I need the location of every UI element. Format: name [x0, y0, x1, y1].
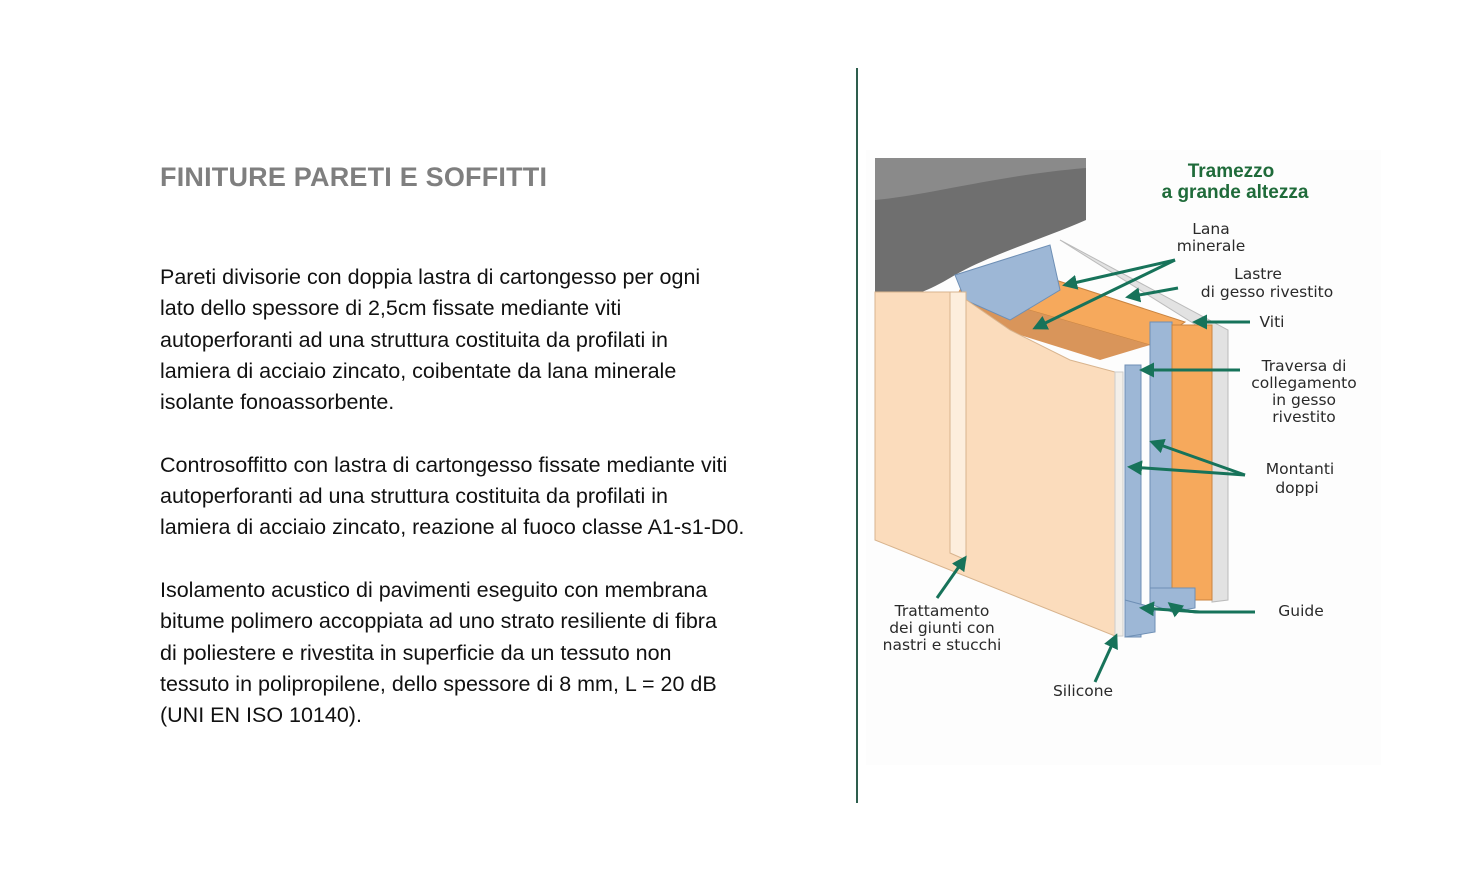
text-line: lamiera di acciaio zincato, coibentate d… — [160, 358, 677, 383]
text-line: (UNI EN ISO 10140). — [160, 703, 362, 728]
label-trattamento: dei giunti con — [889, 619, 995, 637]
stud-front — [1124, 364, 1142, 638]
text-line: lato dello spessore di 2,5cm fissate med… — [160, 296, 622, 321]
label-lana-minerale: minerale — [1177, 237, 1245, 255]
label-trattamento: nastri e stucchi — [883, 636, 1002, 654]
paragraph-floor-insulation: Isolamento acustico di pavimenti eseguit… — [160, 575, 840, 731]
paragraph-ceiling: Controsoffitto con lastra di cartongesso… — [160, 450, 840, 544]
paragraph-partitions: Pareti divisorie con doppia lastra di ca… — [160, 262, 840, 418]
label-lastre: di gesso rivestito — [1201, 283, 1333, 301]
text-line: tessuto in polipropilene, dello spessore… — [160, 671, 717, 696]
label-silicone: Silicone — [1053, 682, 1113, 700]
text-line: Controsoffitto con lastra di cartongesso… — [160, 452, 728, 477]
slide-body-text: Pareti divisorie con doppia lastra di ca… — [160, 262, 840, 731]
text-line: Isolamento acustico di pavimenti eseguit… — [160, 577, 708, 602]
callout-arrows — [935, 258, 1255, 683]
label-guide: Guide — [1278, 602, 1324, 620]
label-lana-minerale: Lana — [1192, 220, 1229, 238]
text-line: autoperforanti ad una struttura costitui… — [160, 327, 668, 352]
board-edge — [1114, 371, 1124, 637]
diagram-title-line: a grande altezza — [1162, 182, 1309, 203]
ceiling-slab-top — [875, 158, 1086, 200]
text-line: di poliestere e rivestita in superficie … — [160, 640, 672, 665]
text-line: autoperforanti ad una struttura costitui… — [160, 484, 668, 509]
label-montanti: Montanti — [1266, 460, 1334, 478]
label-traversa: Traversa di — [1261, 357, 1347, 375]
slide-title: FINITURE PARETI E SOFFITTI — [160, 162, 548, 192]
joint-strip — [949, 291, 967, 561]
label-traversa: rivestito — [1272, 408, 1335, 426]
text-line: bitume polimero accoppiata ad uno strato… — [160, 609, 717, 634]
text-line: Pareti divisorie con doppia lastra di ca… — [160, 265, 701, 289]
label-traversa: collegamento — [1251, 374, 1357, 392]
diagram-title-line: Tramezzo — [1188, 161, 1275, 182]
ceiling-slab — [875, 158, 1086, 300]
label-viti: Viti — [1260, 313, 1285, 331]
stud-rear — [1149, 321, 1173, 601]
label-lastre: Lastre — [1234, 265, 1282, 283]
vertical-divider — [856, 68, 858, 803]
text-line: isolante fonoassorbente. — [160, 390, 395, 415]
text-line: lamiera di acciaio zincato, reazione al … — [160, 515, 745, 540]
label-montanti: doppi — [1275, 479, 1318, 497]
label-trattamento: Trattamento — [894, 602, 990, 620]
label-traversa: in gesso — [1272, 391, 1336, 409]
